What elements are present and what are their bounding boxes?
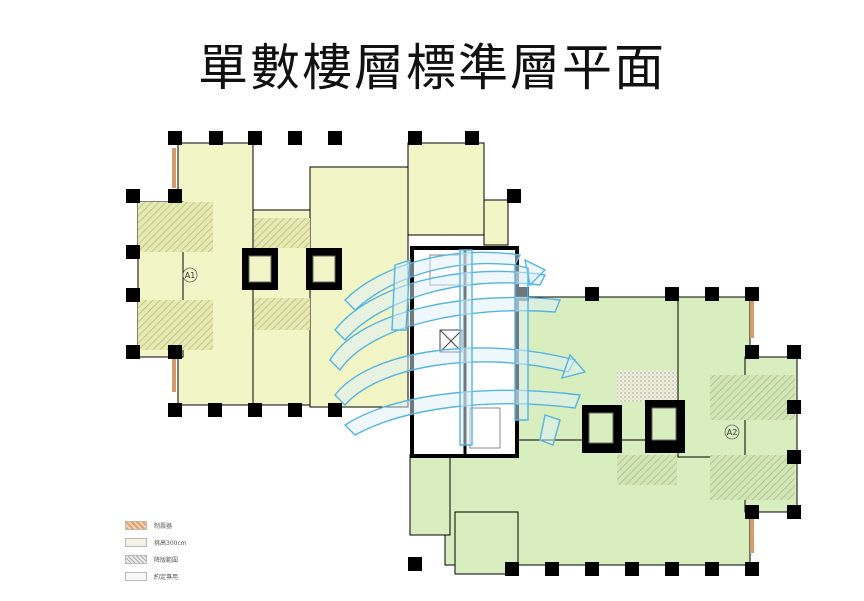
svg-text:A2: A2 bbox=[727, 428, 738, 437]
svg-text:A1: A1 bbox=[185, 271, 196, 280]
page-title: 單數樓層標準層平面 bbox=[198, 39, 666, 97]
legend-swatch bbox=[125, 521, 147, 530]
damper bbox=[750, 300, 754, 338]
unit-label-a2: A2 bbox=[724, 424, 740, 440]
legend-label: 降版範圍 bbox=[154, 557, 179, 564]
legend-swatch bbox=[125, 555, 147, 564]
legend-item-double-height: 挑高300cm bbox=[125, 534, 187, 551]
legend: 制震器 挑高300cm 降版範圍 約定專用 bbox=[125, 517, 187, 585]
airflow-arrows bbox=[329, 249, 587, 446]
legend-swatch bbox=[125, 538, 147, 547]
legend-swatch bbox=[125, 572, 147, 581]
a2-elevator-core bbox=[582, 400, 685, 453]
lowered-slab-area bbox=[138, 202, 213, 252]
legend-label: 約定專用 bbox=[154, 574, 179, 581]
damper bbox=[172, 352, 176, 392]
legend-label: 制震器 bbox=[154, 523, 173, 530]
a1-elevator-core bbox=[242, 248, 342, 290]
unit-label-a1: A1 bbox=[182, 267, 198, 283]
damper bbox=[750, 515, 754, 553]
legend-item-lowered-slab: 降版範圍 bbox=[125, 551, 187, 568]
legend-label: 挑高300cm bbox=[154, 540, 187, 547]
lowered-slab-area bbox=[710, 375, 795, 420]
lowered-slab-area bbox=[617, 455, 677, 485]
double-height-area bbox=[254, 298, 310, 330]
lowered-slab-area bbox=[710, 455, 795, 500]
legend-item-damper: 制震器 bbox=[125, 517, 187, 534]
structural-columns bbox=[126, 131, 801, 576]
lowered-slab-area bbox=[254, 218, 310, 248]
legend-item-exclusive-use: 約定專用 bbox=[125, 568, 187, 585]
lowered-slab-area bbox=[138, 300, 213, 350]
double-height-area bbox=[617, 370, 677, 402]
damper bbox=[172, 148, 176, 188]
